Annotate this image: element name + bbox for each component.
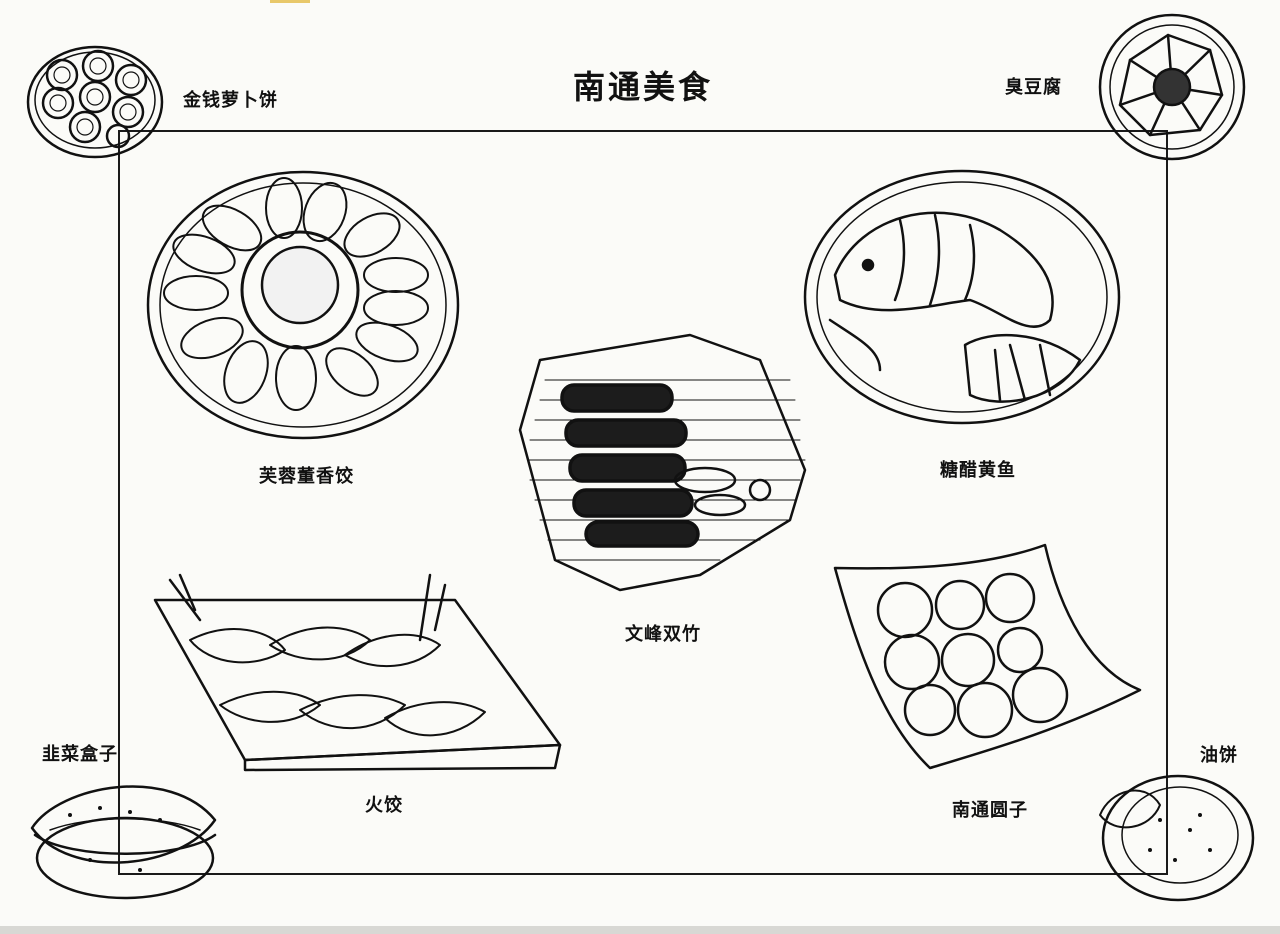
label-radish-cake: 金钱萝卜饼 (183, 90, 278, 111)
meatball-dish-drawing (833, 543, 1142, 770)
label-flower-dumpling: 芙蓉董香饺 (259, 466, 354, 487)
stinky-tofu-plate-drawing (1098, 13, 1246, 161)
paper-edge-mark (270, 0, 310, 3)
chive-box-drawing (30, 785, 217, 900)
label-wenfeng-bamboo: 文峰双竹 (625, 624, 701, 645)
oil-cake-drawing (1099, 774, 1255, 902)
inner-border-frame (118, 130, 1168, 875)
page-title: 南通美食 (573, 68, 714, 106)
label-chive-box: 韭菜盒子 (42, 744, 118, 765)
fish-plate-drawing (803, 169, 1121, 425)
bamboo-mat-drawing (518, 333, 807, 592)
label-stinky-tofu: 臭豆腐 (1005, 77, 1062, 98)
label-fire-dumpling: 火饺 (365, 795, 403, 816)
flower-dumpling-plate-drawing (146, 170, 460, 440)
label-oil-cake: 油饼 (1200, 745, 1238, 766)
paper-shadow-band (0, 926, 1280, 934)
label-nantong-meatball: 南通圆子 (952, 800, 1028, 821)
radish-cake-plate-drawing (26, 45, 164, 159)
label-yellow-croaker: 糖醋黄鱼 (940, 460, 1016, 481)
fire-dumpling-tray-drawing (153, 573, 562, 772)
